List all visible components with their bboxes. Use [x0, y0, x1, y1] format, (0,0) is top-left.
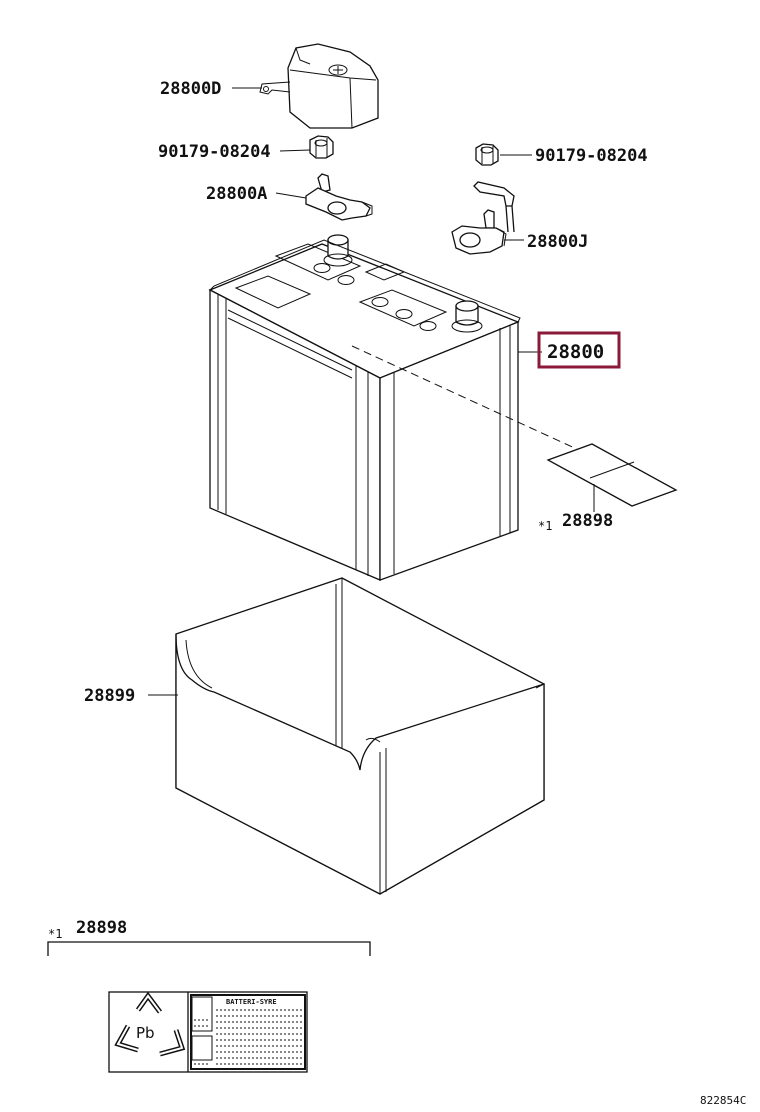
figure-code: 822854C: [700, 1094, 746, 1107]
label-nut-right: 90179-08204: [535, 146, 648, 166]
label-sticker: 28898: [562, 511, 613, 531]
battery-label-highlight: [537, 331, 621, 369]
terminal-right-drawing: [451, 181, 515, 255]
label-cover: 28800D: [160, 79, 221, 99]
recycle-text: Pb: [136, 1024, 155, 1042]
battery-drawing: [208, 234, 521, 581]
label-terminal-right: 28800J: [527, 232, 588, 252]
recycle-icon: [114, 991, 186, 1057]
sticker-heading: BATTERI-SYRE: [226, 998, 277, 1006]
terminal-left-drawing: [305, 173, 373, 221]
detail-footnote-marker: *1: [48, 927, 62, 941]
label-tray: 28899: [84, 686, 135, 706]
sticker-detail: Pb BATTERI-SYRE: [108, 991, 308, 1073]
battery-tray-drawing: [175, 577, 545, 895]
label-terminal-left: 28800A: [206, 184, 267, 204]
sticker-footnote-marker: *1: [538, 519, 552, 533]
label-battery[interactable]: 28800: [547, 341, 604, 363]
label-nut-left: 90179-08204: [158, 142, 271, 162]
sticker-drawing: [546, 443, 678, 507]
label-detail-part: 28898: [76, 918, 127, 938]
terminal-cover-drawing: [259, 43, 379, 129]
nut-left-drawing: [309, 135, 334, 159]
nut-right-drawing: [475, 143, 499, 166]
